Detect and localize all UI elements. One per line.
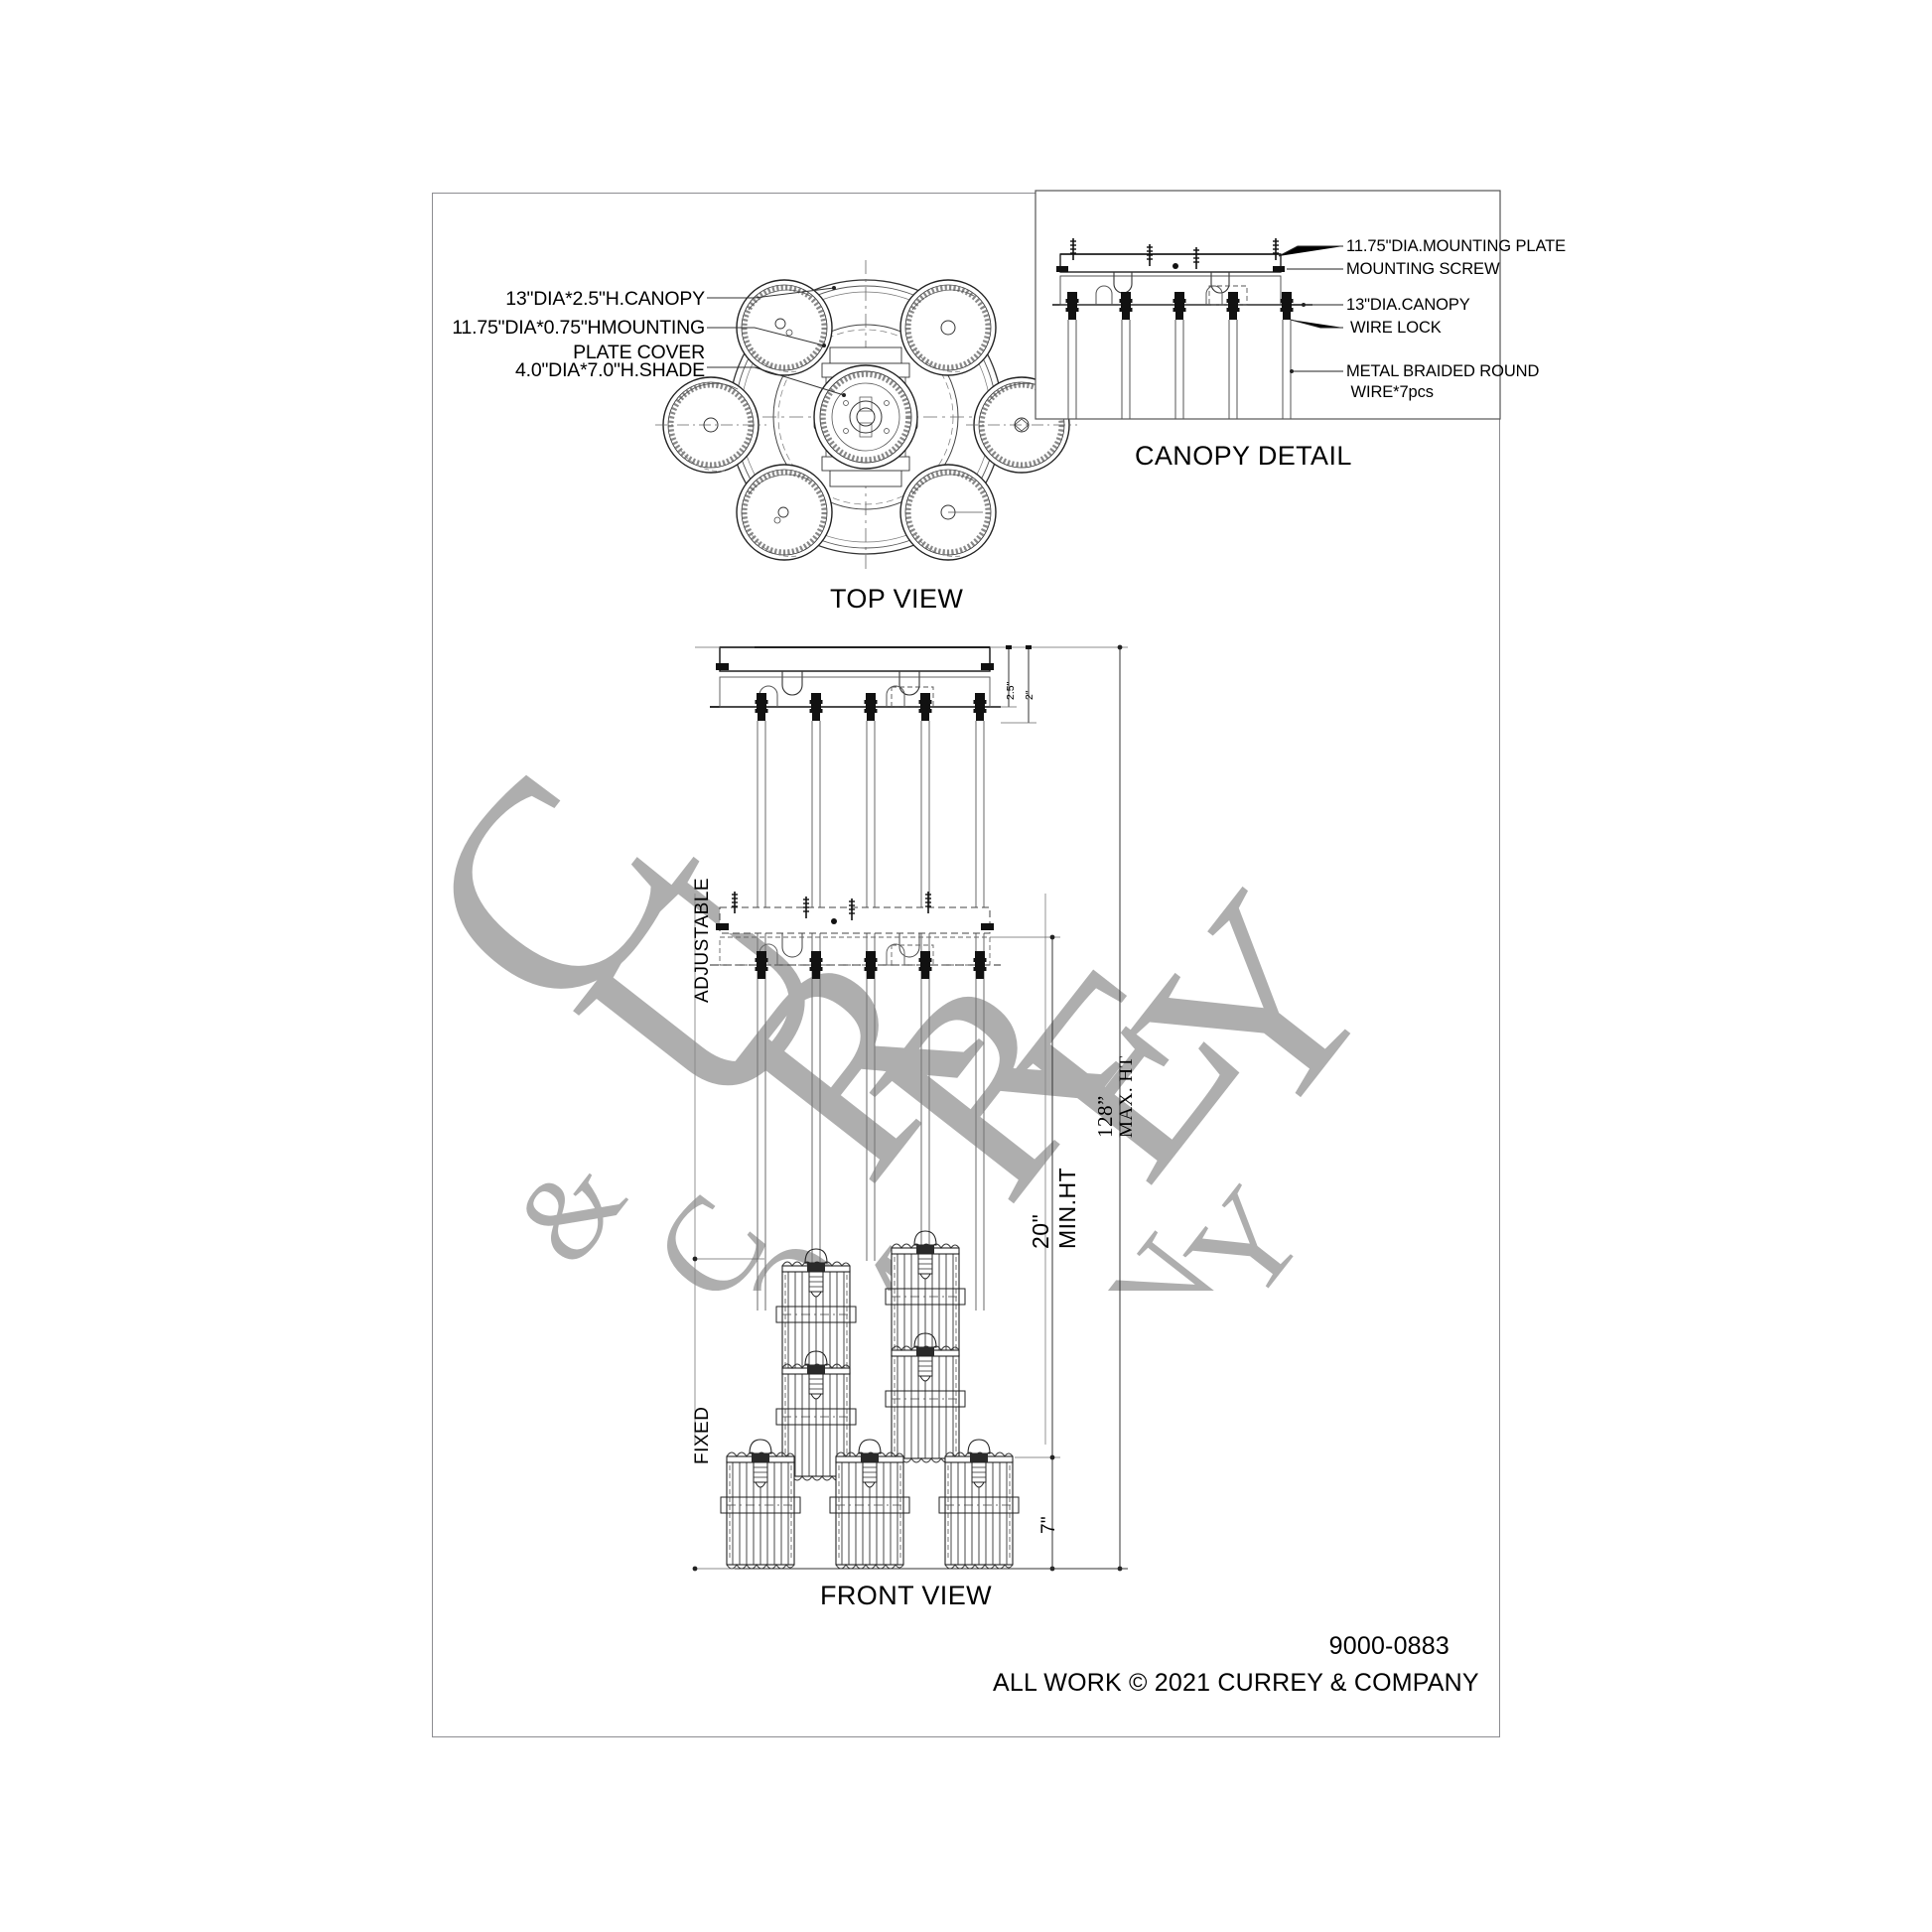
zone-label-adjustable: ADJUSTABLE xyxy=(692,877,713,1003)
canopy-detail-group xyxy=(1035,190,1501,420)
callout-mounting-plate-cover-line2: PLATE COVER xyxy=(573,342,705,363)
callout-mounting-plate-cover-line1: 11.75"DIA*0.75"HMOUNTING xyxy=(452,317,705,339)
dimension-plate-height: 2" xyxy=(1024,690,1035,700)
dimension-min-height-label: MIN.HT xyxy=(1054,1167,1080,1249)
top-view-group xyxy=(655,260,1077,574)
dimension-shade-height: 7" xyxy=(1038,1516,1059,1534)
callout-canopy: 13"DIA*2.5"H.CANOPY xyxy=(505,288,705,310)
front-view-mid-plate xyxy=(710,891,1001,979)
copyright-notice: ALL WORK © 2021 CURREY & COMPANY xyxy=(993,1669,1479,1697)
front-view-dimension-lines xyxy=(692,644,1128,1572)
detail-label-metal-braided-wire-2: WIRE*7pcs xyxy=(1346,383,1434,401)
drawing-number: 9000-0883 xyxy=(1328,1632,1449,1660)
front-view-title: FRONT VIEW xyxy=(820,1581,993,1610)
front-view-shade-row-lower xyxy=(720,1439,1020,1570)
detail-label-wire-lock: WIRE LOCK xyxy=(1350,319,1442,337)
dimension-min-height-value: 20" xyxy=(1028,1213,1053,1249)
top-view-outer-shades xyxy=(655,279,1077,561)
canopy-detail-wires xyxy=(1065,292,1294,419)
detail-label-mounting-screw: MOUNTING SCREW xyxy=(1346,260,1500,278)
detail-label-mounting-plate: 11.75"DIA.MOUNTING PLATE xyxy=(1346,237,1567,255)
dimension-max-height-value: 128” xyxy=(1093,1095,1117,1138)
top-view-title: TOP VIEW xyxy=(830,584,964,614)
top-view-center-shade xyxy=(813,364,918,470)
front-view-wire-drops xyxy=(694,721,1046,1445)
canopy-detail-title: CANOPY DETAIL xyxy=(1135,441,1352,471)
detail-label-canopy: 13"DIA.CANOPY xyxy=(1346,296,1470,314)
zone-label-fixed: FIXED xyxy=(692,1406,713,1464)
front-view-group xyxy=(692,644,1128,1572)
callout-shade: 4.0"DIA*7.0"H.SHADE xyxy=(514,359,705,381)
dimension-canopy-height: 2.5" xyxy=(1005,681,1017,700)
detail-label-metal-braided-wire-1: METAL BRAIDED ROUND xyxy=(1346,362,1540,380)
front-view-top-canopy xyxy=(710,646,1001,721)
dimension-max-height-label: MAX. HT xyxy=(1116,1055,1137,1138)
top-view-leader-lines xyxy=(707,286,846,397)
